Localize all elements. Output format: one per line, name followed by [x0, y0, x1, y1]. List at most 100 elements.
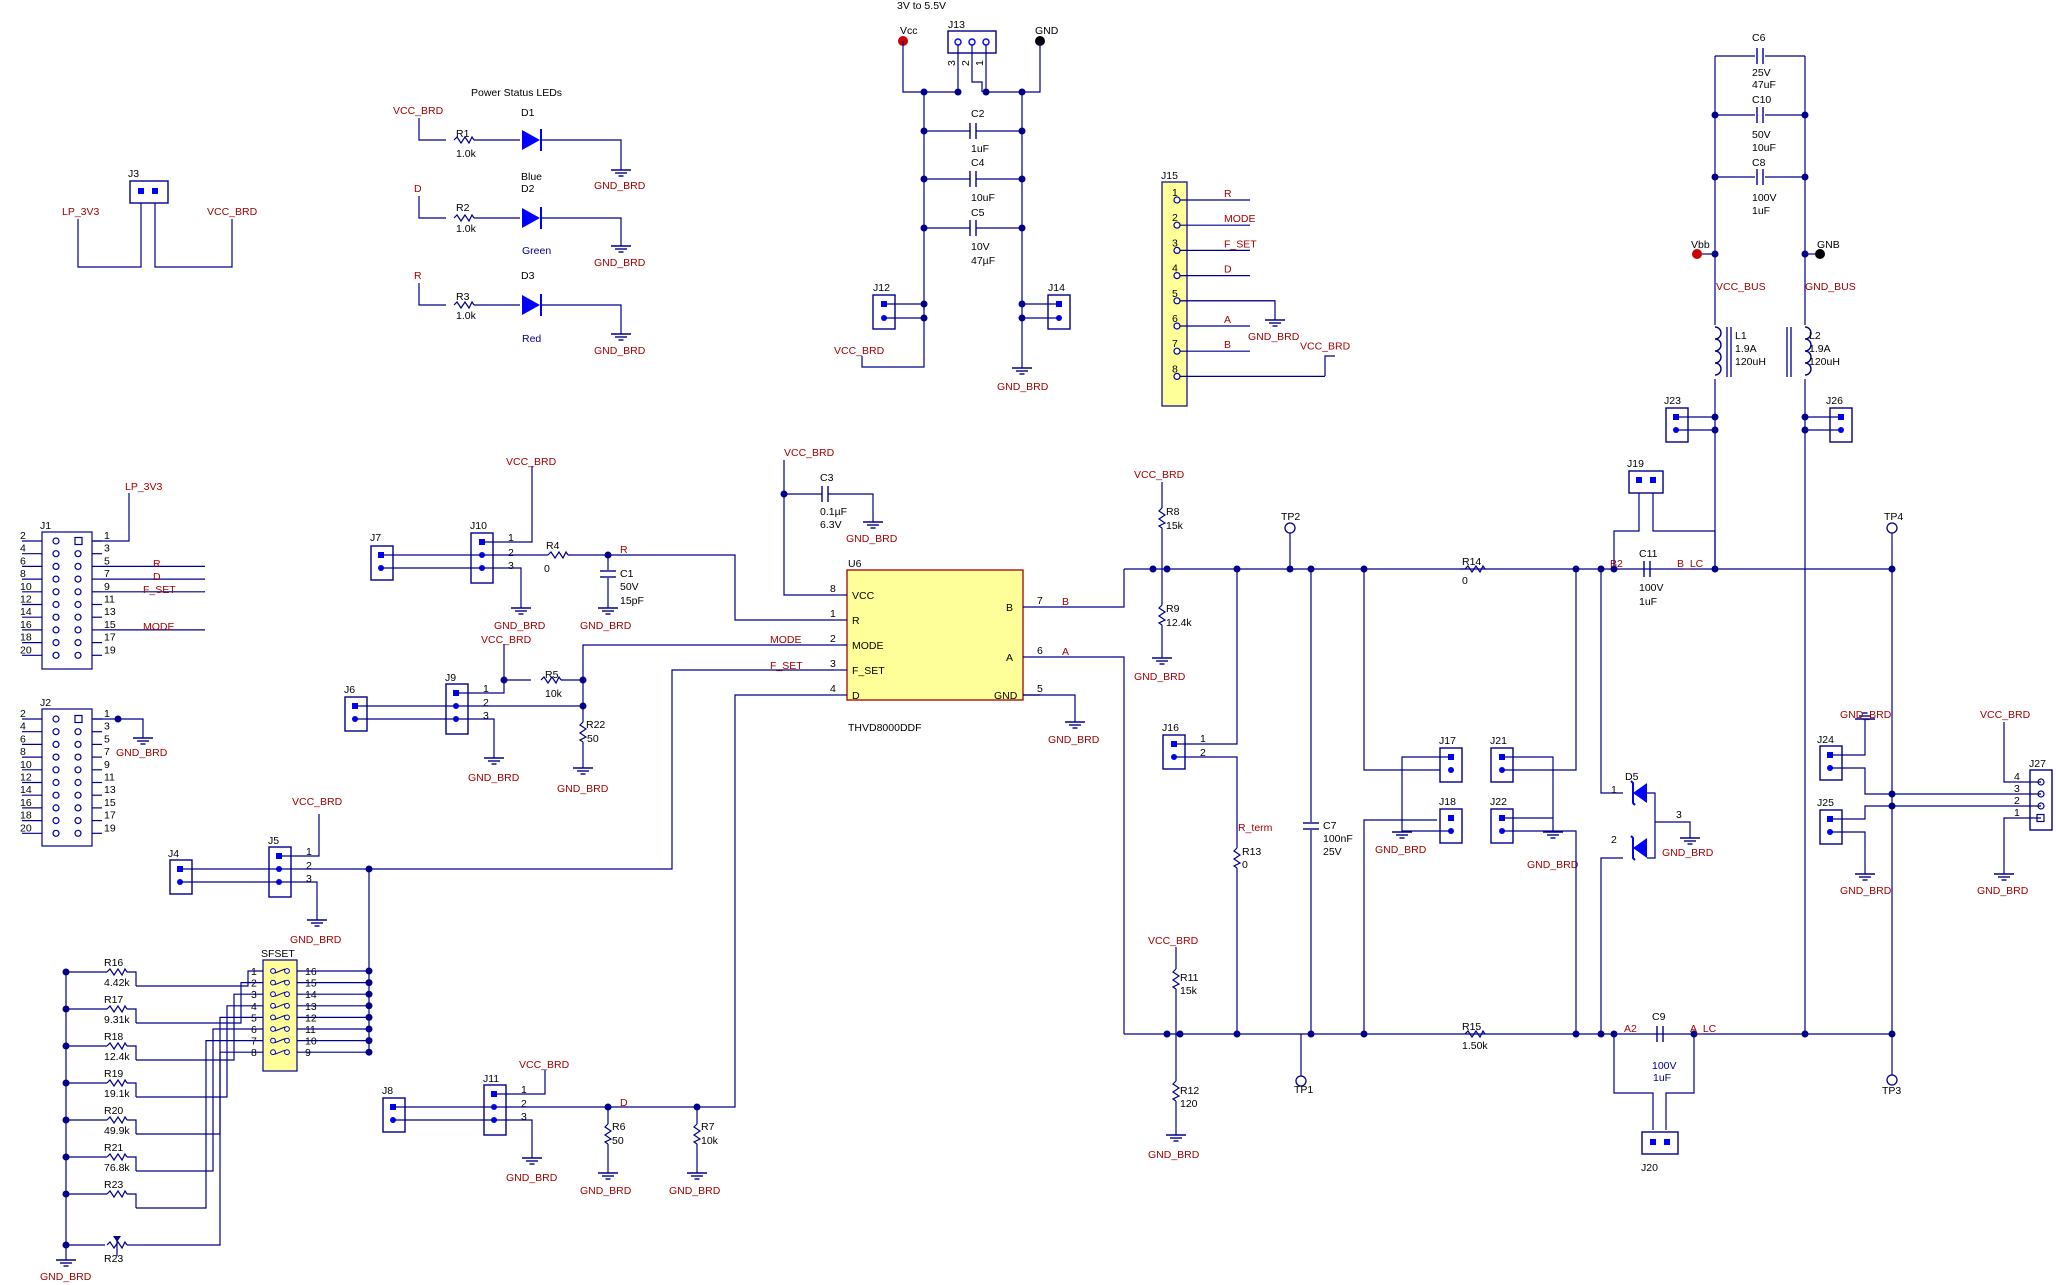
j9-jumper[interactable]: J9	[445, 672, 469, 735]
j1pins-right-pin: 7	[104, 568, 110, 580]
c10-voltage: 50V	[1752, 129, 1771, 141]
j18-ref: J18	[1439, 796, 1456, 808]
u6-pin-num: 3	[830, 658, 836, 670]
j12-jumper[interactable]: J12	[872, 282, 896, 330]
r14-value: 1.50k	[1462, 1040, 1488, 1052]
j6-jumper[interactable]: J6	[344, 684, 368, 732]
gnd-brd-j25: GND_BRD	[1840, 885, 1892, 897]
c9-voltage: 100V	[1652, 1060, 1677, 1072]
net-a-label: A	[1062, 646, 1069, 658]
j1pins-right-pin: 15	[104, 619, 116, 631]
u6-pin-name: A	[1006, 652, 1013, 664]
d3-color: Red	[522, 333, 541, 345]
c6-ref: C6	[1752, 32, 1766, 44]
j2pins-right-pin: 19	[104, 822, 116, 834]
j17-ref: J17	[1439, 735, 1456, 747]
r2-ref: R2	[456, 202, 470, 214]
sfset-resistor-value: 19.1k	[104, 1088, 130, 1100]
gnd-brd-u6: GND_BRD	[1048, 734, 1100, 746]
c8-ref: C8	[1752, 157, 1766, 169]
j11-pin3: 3	[521, 1111, 527, 1123]
c3-voltage: 6.3V	[820, 519, 842, 531]
j8-jumper[interactable]: J8	[382, 1085, 406, 1133]
led-d3: R R3 1.0k D3 Red GND_BRD	[414, 270, 646, 357]
d5-pin2: 2	[1611, 834, 1617, 846]
sfset-resistor-ref: R20	[104, 1105, 123, 1117]
j10-jumper[interactable]: J10	[470, 520, 494, 584]
j26-jumper[interactable]: J26	[1826, 395, 1853, 443]
gnd-brd-j11: GND_BRD	[506, 1172, 558, 1184]
j13-ref: J13	[948, 19, 965, 31]
j27-connector[interactable]: J27	[2029, 758, 2053, 831]
j2pins-right-pin: 9	[104, 759, 110, 771]
gnd-brd-r22: GND_BRD	[557, 783, 609, 795]
tp3-ref: TP3	[1882, 1085, 1901, 1097]
j15-net-label: VCC_BRD	[1300, 340, 1351, 352]
r11-value: 120	[1180, 1098, 1198, 1110]
j17-jumper[interactable]: J17	[1439, 735, 1463, 783]
j1-header[interactable]: J1	[40, 520, 93, 670]
j19-jumper[interactable]: J21	[1490, 735, 1514, 783]
j15-pin: 2	[1172, 212, 1178, 224]
j27-ref: J27	[2029, 758, 2046, 770]
r2-value: 1.0k	[456, 223, 477, 235]
j4-jumper[interactable]: J4	[168, 848, 193, 895]
j23-ref: J23	[1664, 395, 1681, 407]
j5-jumper[interactable]: J5	[268, 835, 292, 898]
tp2-ref: TP2	[1281, 511, 1300, 523]
j25-jumper[interactable]: J25	[1817, 797, 1843, 845]
vcc-brd-label-j3: VCC_BRD	[207, 206, 258, 218]
j22-jumper[interactable]: J20	[1641, 1131, 1679, 1174]
sfset-right-pin: 11	[305, 1024, 316, 1036]
gnd-brd-d5: GND_BRD	[1662, 847, 1714, 859]
c6-voltage: 25V	[1752, 67, 1771, 79]
c5-value: 47µF	[971, 255, 995, 267]
l2-ref: L2	[1809, 330, 1821, 342]
j3-ref: J3	[128, 168, 139, 180]
j15-net-label: F_SET	[1224, 238, 1257, 250]
vcc-brd-u6: VCC_BRD	[784, 447, 835, 459]
j14-jumper[interactable]: J14	[1047, 282, 1071, 330]
d5-pin3: 3	[1676, 809, 1682, 821]
j11-jumper[interactable]: J11	[483, 1073, 507, 1136]
c7-ref: C7	[1323, 820, 1337, 832]
r8-ref: R8	[1166, 506, 1180, 518]
j3-jumper[interactable]: J3	[128, 168, 169, 204]
c1-ref: C1	[620, 568, 634, 580]
j18-jumper[interactable]: J18	[1439, 796, 1463, 844]
gnb-label: GNB	[1817, 239, 1840, 251]
j15-pin: 8	[1172, 363, 1178, 375]
gnd-brd-r9: GND_BRD	[1134, 671, 1186, 683]
d2-color: Green	[522, 245, 551, 257]
r6-ref: R6	[612, 1121, 626, 1133]
j2-header[interactable]: J2	[40, 697, 93, 847]
j7-jumper[interactable]: J7	[370, 532, 394, 581]
j24-jumper[interactable]: J24	[1817, 734, 1843, 781]
r3-value: 1.0k	[456, 310, 477, 322]
j7-ref: J7	[370, 532, 381, 544]
gnd-brd-j19: GND_BRD	[1527, 859, 1579, 871]
sfset-dip-switch[interactable]: SFSET	[261, 948, 298, 1072]
j2pins-right-pin: 13	[104, 784, 116, 796]
c4-value: 10uF	[971, 192, 995, 204]
c11-ref: C11	[1639, 548, 1658, 560]
j15-header[interactable]: J15	[1161, 170, 1188, 407]
gnd-brd-j27: GND_BRD	[1977, 885, 2029, 897]
sfset-resistor-ref: R16	[104, 957, 123, 969]
j20-jumper[interactable]: J22	[1490, 796, 1514, 844]
gnd-brd-r6: GND_BRD	[580, 1185, 632, 1197]
tp4-ref: TP4	[1884, 511, 1903, 523]
c9-ref: C9	[1652, 1011, 1666, 1023]
j10-pin3: 3	[508, 560, 514, 572]
j1-net-d: D	[153, 571, 161, 583]
u6-pin-name: VCC	[852, 590, 875, 602]
c9-value: 1uF	[1653, 1072, 1671, 1084]
u6-pin-name: MODE	[852, 640, 884, 652]
j23-jumper[interactable]: J23	[1664, 395, 1689, 443]
j13-connector[interactable]: J13 3 2 1	[946, 19, 997, 66]
j21-jumper[interactable]: J19	[1627, 458, 1664, 494]
j16-jumper[interactable]: J16	[1162, 722, 1186, 770]
sfset-left-pin: 4	[251, 1001, 257, 1013]
